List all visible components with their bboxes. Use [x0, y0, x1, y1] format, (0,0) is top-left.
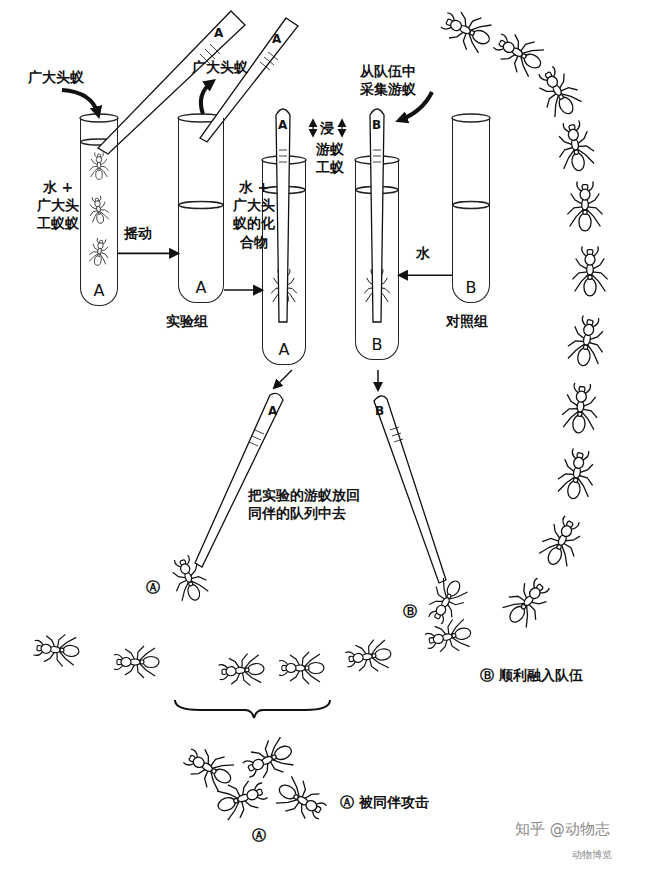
text-label: 水 + 广大头 工蚁蚁: [34, 178, 82, 233]
text-label: Ⓐ: [146, 578, 160, 596]
tube-letter: B: [372, 335, 383, 354]
test-tube: B: [452, 118, 490, 303]
text-label: 动物博览: [572, 848, 612, 861]
text-label: 广大头蚁: [28, 68, 84, 86]
text-label: Ⓑ: [403, 602, 417, 620]
tube-letter: A: [94, 281, 105, 300]
edge-label: 水: [416, 244, 430, 262]
text-label: 实验组: [166, 312, 208, 330]
connectors: [118, 253, 452, 290]
text-label: B: [372, 118, 381, 134]
tweezers: [98, 11, 446, 583]
text-label: A: [278, 118, 287, 134]
text-label: Ⓐ 被同伴攻击: [340, 793, 429, 811]
text-label: 把实验的游蚁放回 同伴的队列中去: [248, 486, 374, 522]
pointer-arrows: [62, 82, 432, 390]
tube-letter: A: [279, 340, 290, 359]
text-label: 知乎 @动物志: [515, 820, 610, 840]
text-label: 游蚁 工蚁: [312, 140, 348, 176]
ant-column: [437, 4, 609, 632]
ant-fight: [178, 733, 331, 827]
text-label: 广大头蚁: [192, 58, 248, 76]
ants-held: [166, 552, 471, 628]
ants-in-tube: [87, 152, 390, 305]
text-label: B: [375, 404, 384, 420]
tube-letter: A: [196, 278, 207, 297]
text-label: A: [272, 32, 281, 48]
text-label: 从队伍中 采集游蚁: [360, 62, 424, 98]
tweezer-grip: [200, 44, 403, 446]
edge-label: 水 + 广大头 蚁的化 合物: [230, 178, 278, 251]
test-tube: A: [80, 118, 118, 306]
connector-arrow: [118, 253, 178, 255]
ant-row: [33, 616, 474, 688]
tube-letter: B: [466, 278, 477, 297]
test-tube: A: [178, 118, 224, 303]
text-label: Ⓑ 顺利融入队伍: [480, 666, 583, 684]
text-label: 对照组: [446, 312, 488, 330]
test-tube: B: [355, 160, 399, 360]
brace: [175, 700, 330, 718]
connector-arrow: [399, 274, 452, 276]
connector-arrow: [224, 289, 262, 291]
text-label: 浸: [320, 119, 334, 137]
text-label: A: [268, 404, 277, 420]
text-label: Ⓐ: [252, 826, 266, 844]
text-label: A: [214, 26, 223, 42]
edge-label: 摇动: [124, 224, 152, 242]
